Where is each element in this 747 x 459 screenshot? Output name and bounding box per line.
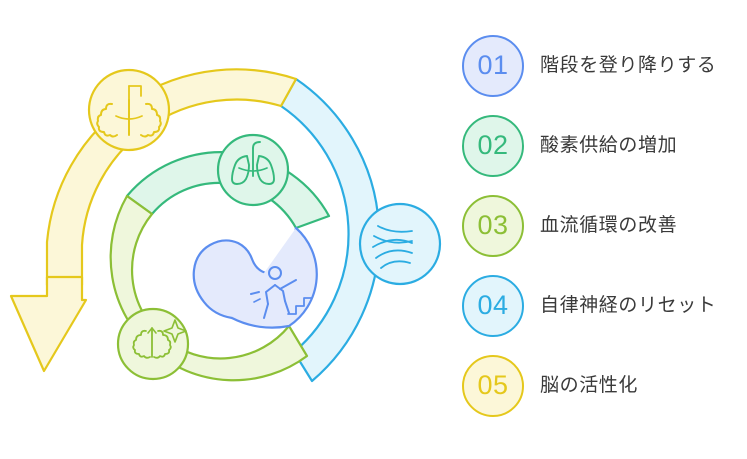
outer-ring-cyan-segment <box>279 77 381 383</box>
legend-number-02: 02 <box>477 129 509 160</box>
airflow-icon <box>372 225 413 269</box>
brain-lungs-icon <box>96 85 162 138</box>
legend-badge-04: 04 <box>462 275 524 337</box>
legend-label-03: 血流循環の改善 <box>540 214 678 236</box>
legend-item-03[interactable]: 03 血流循環の改善 <box>462 186 747 266</box>
spiral-diagram-svg <box>9 68 442 383</box>
legend-number-04: 04 <box>477 289 509 320</box>
legend-badge-02: 02 <box>462 115 524 177</box>
legend-number-05: 05 <box>477 369 509 400</box>
middle-ring-lime-segment <box>109 194 309 382</box>
middle-ring-mint-icon-bubble <box>216 133 290 207</box>
legend-number-03: 03 <box>477 209 509 240</box>
legend-item-01[interactable]: 01 階段を登り降りする <box>462 26 747 106</box>
spiral-arrowhead <box>9 275 88 373</box>
outer-ring-cyan-icon-bubble <box>358 202 442 286</box>
legend-badge-05: 05 <box>462 355 524 417</box>
legend-badge-01: 01 <box>462 35 524 97</box>
inner-ring-stairs-icon <box>250 266 313 319</box>
legend-item-02[interactable]: 02 酸素供給の増加 <box>462 106 747 186</box>
legend-label-02: 酸素供給の増加 <box>540 134 678 156</box>
lungs-icon <box>231 141 275 185</box>
legend-item-04[interactable]: 04 自律神経のリセット <box>462 266 747 346</box>
legend-label-01: 階段を登り降りする <box>540 54 717 76</box>
brain-sparkle-icon <box>132 319 187 359</box>
outer-ring-yellow-icon-bubble <box>87 68 171 152</box>
legend-number-01: 01 <box>477 49 509 80</box>
legend-item-05[interactable]: 05 脳の活性化 <box>462 346 747 426</box>
legend-list: 01 階段を登り降りする 02 酸素供給の増加 03 血流循環の改善 04 自律… <box>462 26 747 436</box>
middle-ring-lime-icon-bubble <box>116 307 190 381</box>
legend-label-05: 脳の活性化 <box>540 374 639 396</box>
legend-badge-03: 03 <box>462 195 524 257</box>
spiral-diagram <box>9 68 442 383</box>
legend-label-04: 自律神経のリセット <box>540 294 717 316</box>
inner-ring-periwinkle-segment <box>192 226 318 329</box>
